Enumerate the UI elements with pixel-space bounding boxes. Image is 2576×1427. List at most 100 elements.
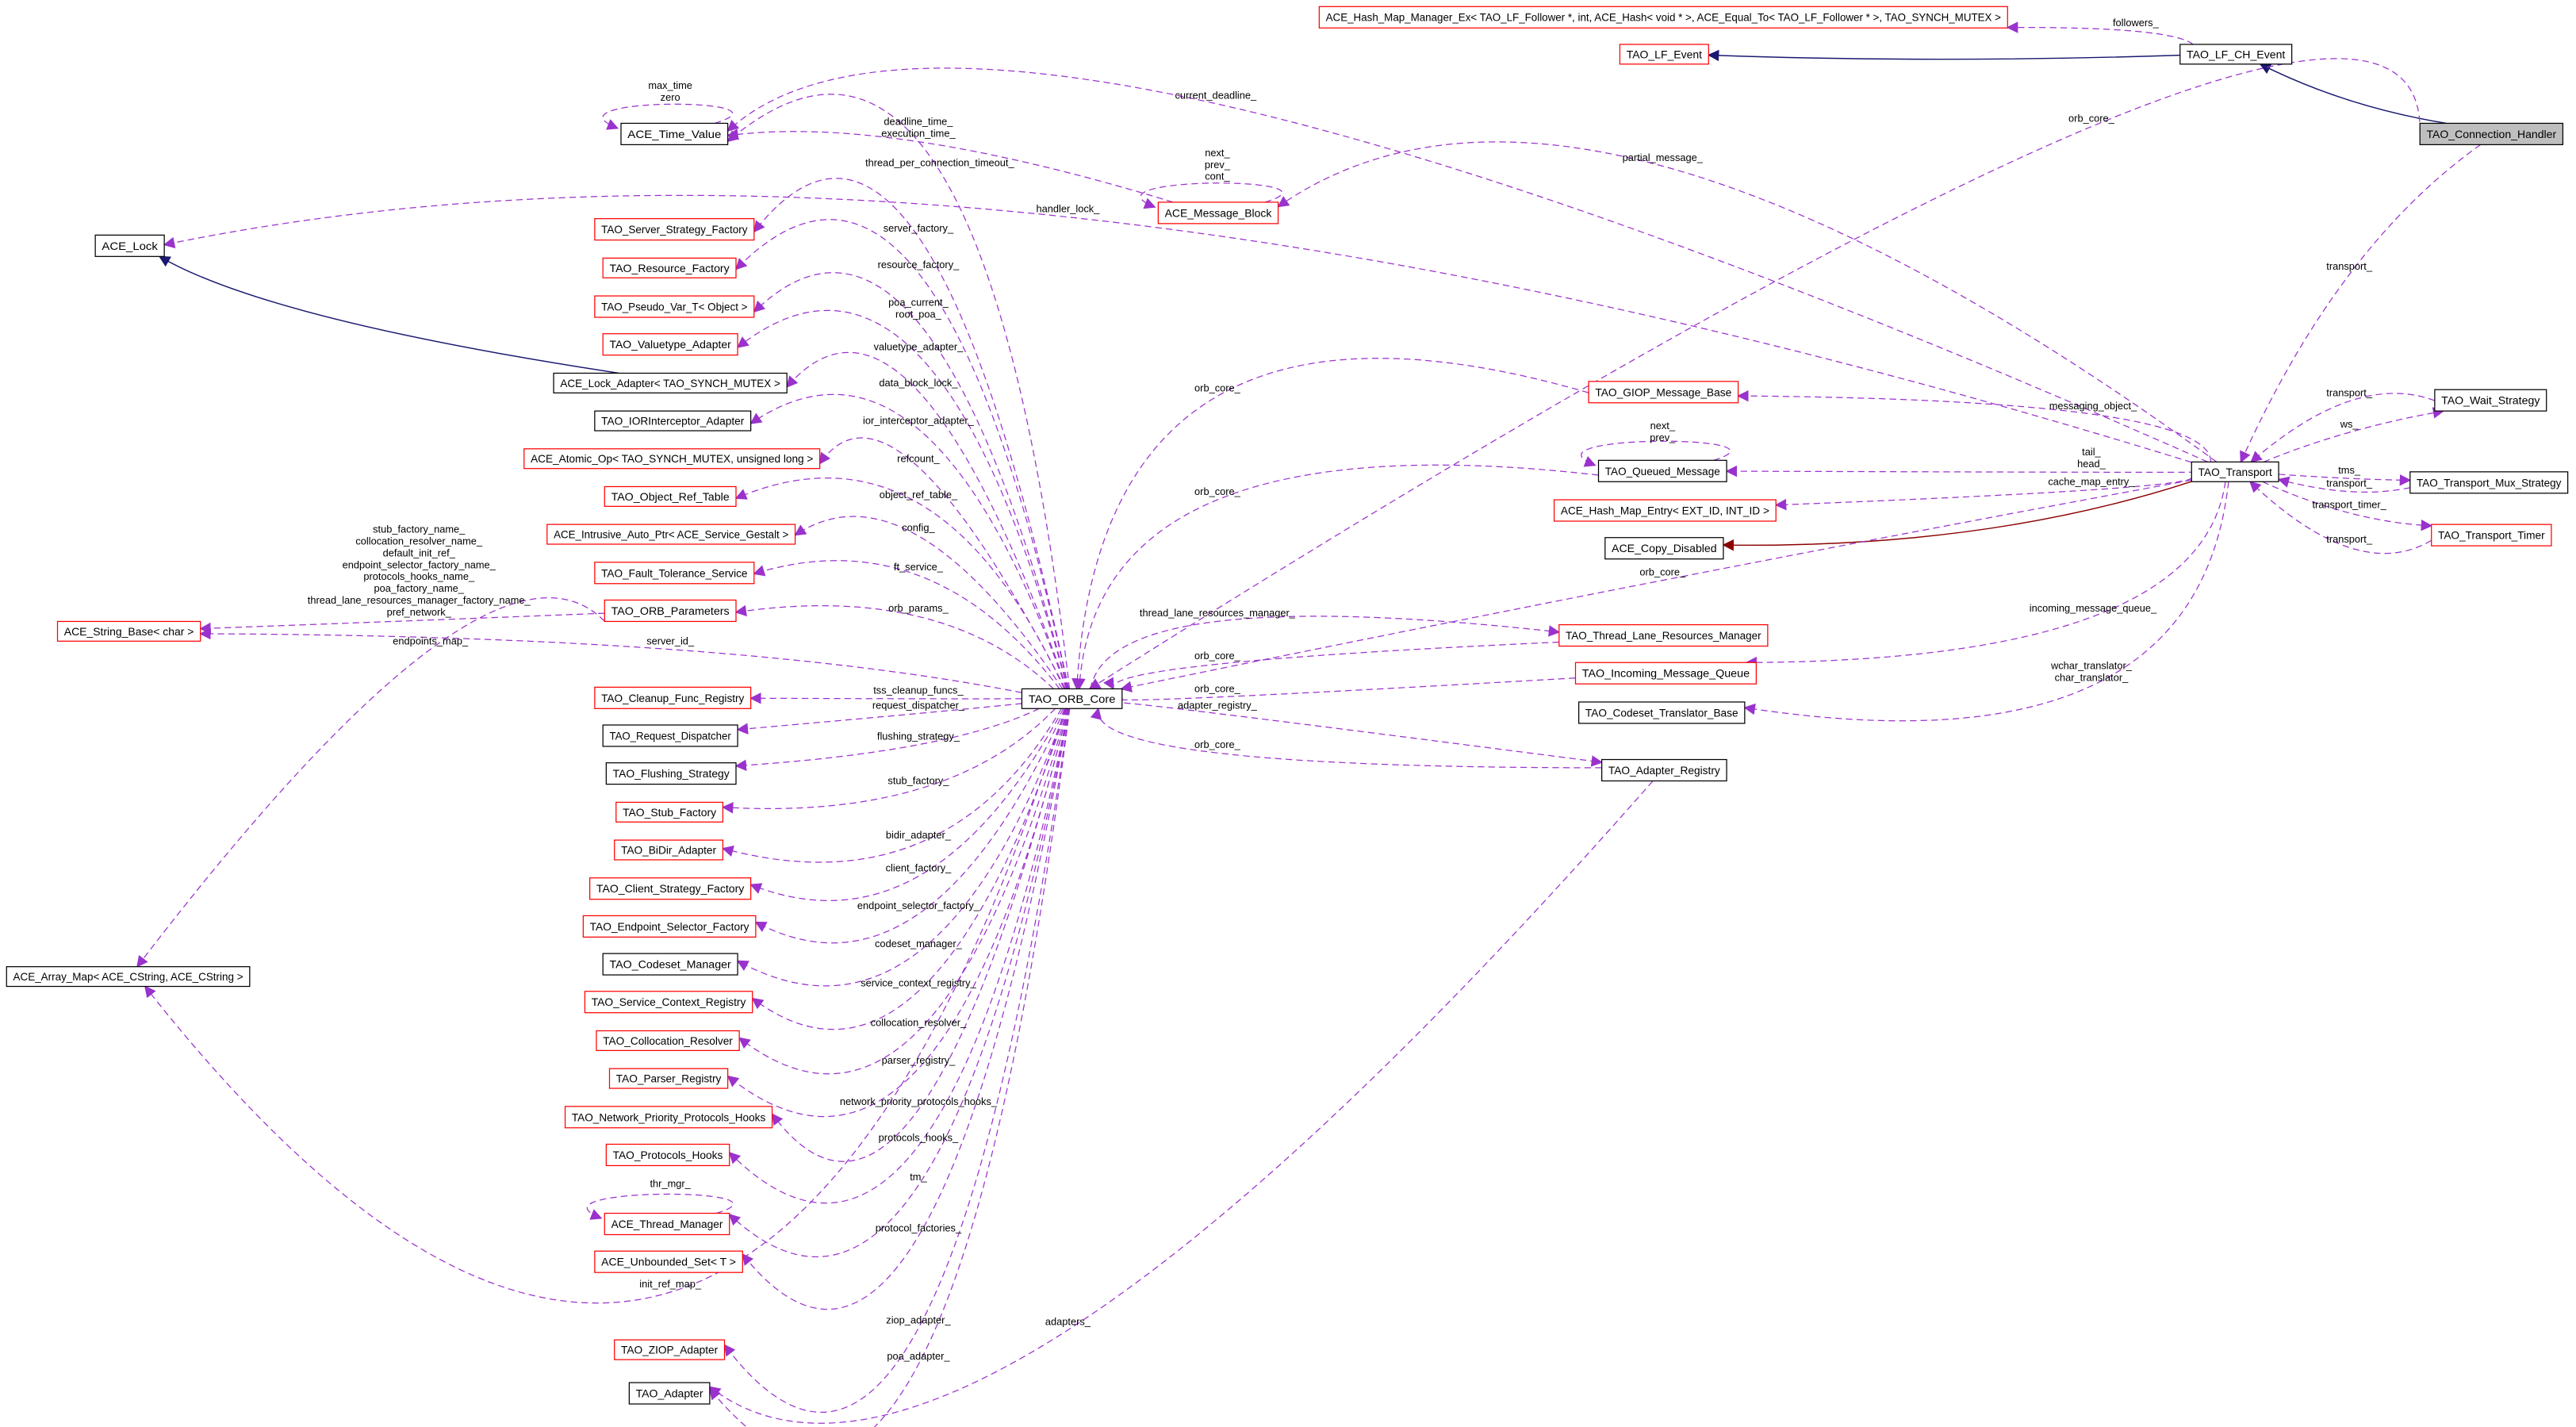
node-label: TAO_Adapter_Registry	[1608, 765, 1720, 777]
node-client-sf[interactable]: TAO_Client_Strategy_Factory	[589, 877, 752, 900]
node-box	[564, 1106, 773, 1129]
node-label: TAO_Codeset_Translator_Base	[1585, 707, 1738, 719]
node-msg-block[interactable]: ACE_Message_Block	[1157, 201, 1279, 224]
node-pseudo-var[interactable]: TAO_Pseudo_Var_T< Object >	[594, 295, 755, 318]
edge-label: endpoint_selector_factory_name_	[343, 558, 496, 570]
node-endpoint-sf[interactable]: TAO_Endpoint_Selector_Factory	[582, 915, 757, 938]
node-codeset-tb[interactable]: TAO_Codeset_Translator_Base	[1578, 701, 1746, 724]
node-box	[2431, 524, 2552, 547]
node-transport[interactable]: TAO_Transport	[2191, 461, 2279, 482]
node-time-value[interactable]: ACE_Time_Value	[620, 122, 729, 146]
edge-conn_handler-to-orb_core	[1088, 58, 2421, 690]
node-ziop[interactable]: TAO_ZIOP_Adapter	[614, 1339, 726, 1360]
node-giop[interactable]: TAO_GIOP_Message_Base	[1588, 381, 1739, 404]
node-box	[594, 410, 752, 432]
edge-orb_core-to-svc_ctx	[751, 708, 1068, 1030]
node-netprio[interactable]: TAO_Network_Priority_Protocols_Hooks	[564, 1106, 773, 1129]
node-copy-dis[interactable]: ACE_Copy_Disabled	[1604, 537, 1724, 560]
node-box	[2409, 471, 2569, 494]
node-flushing[interactable]: TAO_Flushing_Strategy	[605, 762, 737, 785]
edge-mux-to-transport	[2277, 476, 2410, 493]
node-orb-core[interactable]: TAO_ORB_Core	[1021, 688, 1123, 709]
edge-label: root_poa_	[895, 308, 942, 320]
edge-label: server_id_	[646, 635, 695, 646]
node-box	[1588, 381, 1739, 404]
node-colloc[interactable]: TAO_Collocation_Resolver	[596, 1030, 740, 1052]
node-box	[2191, 461, 2279, 482]
node-box	[1619, 44, 1709, 65]
node-hash-entry[interactable]: ACE_Hash_Map_Entry< EXT_ID, INT_ID >	[1553, 499, 1777, 522]
edge-label: wchar_translator_	[2050, 660, 2133, 672]
node-parser[interactable]: TAO_Parser_Registry	[608, 1068, 729, 1089]
node-label: ACE_Unbounded_Set< T >	[601, 1256, 736, 1268]
node-req-disp[interactable]: TAO_Request_Dispatcher	[602, 724, 738, 747]
node-codeset-mgr[interactable]: TAO_Codeset_Manager	[602, 953, 738, 976]
node-intrusive[interactable]: ACE_Intrusive_Auto_Ptr< ACE_Service_Gest…	[546, 524, 796, 545]
node-conn-handler[interactable]: TAO_Connection_Handler	[2419, 122, 2564, 146]
node-label: TAO_LF_Event	[1627, 48, 1702, 60]
edge-label: endpoint_selector_factory_	[857, 900, 980, 911]
edge-label: orb_core_	[1194, 485, 1241, 497]
node-unbounded[interactable]: ACE_Unbounded_Set< T >	[594, 1250, 743, 1273]
node-label: TAO_Endpoint_Selector_Factory	[590, 921, 749, 933]
node-svc-ctx[interactable]: TAO_Service_Context_Registry	[584, 991, 753, 1014]
node-resource-f[interactable]: TAO_Resource_Factory	[602, 257, 737, 278]
node-box	[6, 966, 251, 988]
edge-label: request_dispatcher_	[872, 699, 965, 711]
node-timer[interactable]: TAO_Transport_Timer	[2431, 524, 2552, 547]
node-box	[605, 1143, 730, 1167]
node-label: ACE_Array_Map< ACE_CString, ACE_CString …	[13, 971, 243, 983]
node-proto-hooks[interactable]: TAO_Protocols_Hooks	[605, 1143, 730, 1167]
node-bidir[interactable]: TAO_BiDir_Adapter	[614, 839, 724, 861]
node-label: TAO_Transport_Mux_Strategy	[2417, 477, 2561, 489]
node-ior-int[interactable]: TAO_IORInterceptor_Adapter	[594, 410, 752, 432]
node-label: ACE_Intrusive_Auto_Ptr< ACE_Service_Gest…	[554, 529, 788, 541]
node-queued[interactable]: TAO_Queued_Message	[1597, 459, 1727, 482]
edge-label: adapter_registry_	[1178, 699, 1258, 711]
node-lock-adapter[interactable]: ACE_Lock_Adapter< TAO_SYNCH_MUTEX >	[553, 372, 788, 393]
node-lf-ch-event[interactable]: TAO_LF_CH_Event	[2179, 44, 2293, 65]
node-adapter[interactable]: TAO_Adapter	[628, 1382, 711, 1405]
node-lf-event[interactable]: TAO_LF_Event	[1619, 44, 1709, 65]
edge-label: refcount_	[897, 452, 940, 464]
edge-transport-to-msg_block	[1277, 141, 2218, 462]
node-valuetype[interactable]: TAO_Valuetype_Adapter	[602, 333, 738, 356]
node-label: TAO_Client_Strategy_Factory	[596, 883, 745, 895]
node-atomic-op[interactable]: ACE_Atomic_Op< TAO_SYNCH_MUTEX, unsigned…	[523, 448, 821, 470]
node-imq[interactable]: TAO_Incoming_Message_Queue	[1574, 662, 1757, 685]
node-string-base[interactable]: ACE_String_Base< char >	[56, 620, 201, 642]
edge-label: orb_core_	[1194, 738, 1241, 750]
node-label: TAO_Thread_Lane_Resources_Manager	[1566, 630, 1761, 642]
node-tlrm[interactable]: TAO_Thread_Lane_Resources_Manager	[1558, 623, 1769, 647]
node-label: TAO_ORB_Core	[1029, 693, 1116, 705]
node-label: ACE_Atomic_Op< TAO_SYNCH_MUTEX, unsigned…	[531, 453, 813, 465]
node-cleanup[interactable]: TAO_Cleanup_Func_Registry	[594, 686, 752, 709]
edge-label: data_block_lock_	[879, 377, 958, 389]
node-array-map[interactable]: ACE_Array_Map< ACE_CString, ACE_CString …	[6, 966, 251, 988]
edge-label: thread_lane_resources_manager_factory_na…	[308, 594, 531, 606]
node-box	[546, 524, 796, 545]
node-wait[interactable]: TAO_Wait_Strategy	[2434, 389, 2547, 412]
node-label: TAO_Cleanup_Func_Registry	[601, 692, 744, 704]
edge-label: transport_	[2326, 386, 2373, 398]
node-mux[interactable]: TAO_Transport_Mux_Strategy	[2409, 471, 2569, 494]
node-server-sf[interactable]: TAO_Server_Strategy_Factory	[594, 218, 755, 241]
node-orb-params[interactable]: TAO_ORB_Parameters	[604, 599, 737, 623]
edge-label: max_time	[648, 79, 692, 91]
node-thr-mgr[interactable]: ACE_Thread_Manager	[604, 1212, 730, 1236]
edge-label: zero	[661, 91, 680, 103]
edge-label: valuetype_adapter_	[874, 340, 964, 352]
node-ace-lock[interactable]: ACE_Lock	[94, 234, 165, 257]
node-obj-ref[interactable]: TAO_Object_Ref_Table	[604, 485, 737, 507]
node-ft-service[interactable]: TAO_Fault_Tolerance_Service	[594, 562, 755, 585]
edge-orb_params-to-array_map	[136, 597, 605, 968]
node-hashmgr[interactable]: ACE_Hash_Map_Manager_Ex< TAO_LF_Follower…	[1318, 6, 2008, 29]
edge-label: parser_registry_	[882, 1054, 956, 1066]
node-label: TAO_ZIOP_Adapter	[621, 1345, 719, 1356]
edge-orb_core-to-unbounded	[742, 708, 1070, 1310]
edge-label: pref_network_	[387, 606, 452, 618]
node-adapter-reg[interactable]: TAO_Adapter_Registry	[1601, 758, 1727, 782]
node-box	[2419, 122, 2564, 146]
edge-label: collocation_resolver_name_	[355, 535, 483, 547]
node-stub-f[interactable]: TAO_Stub_Factory	[615, 801, 724, 823]
